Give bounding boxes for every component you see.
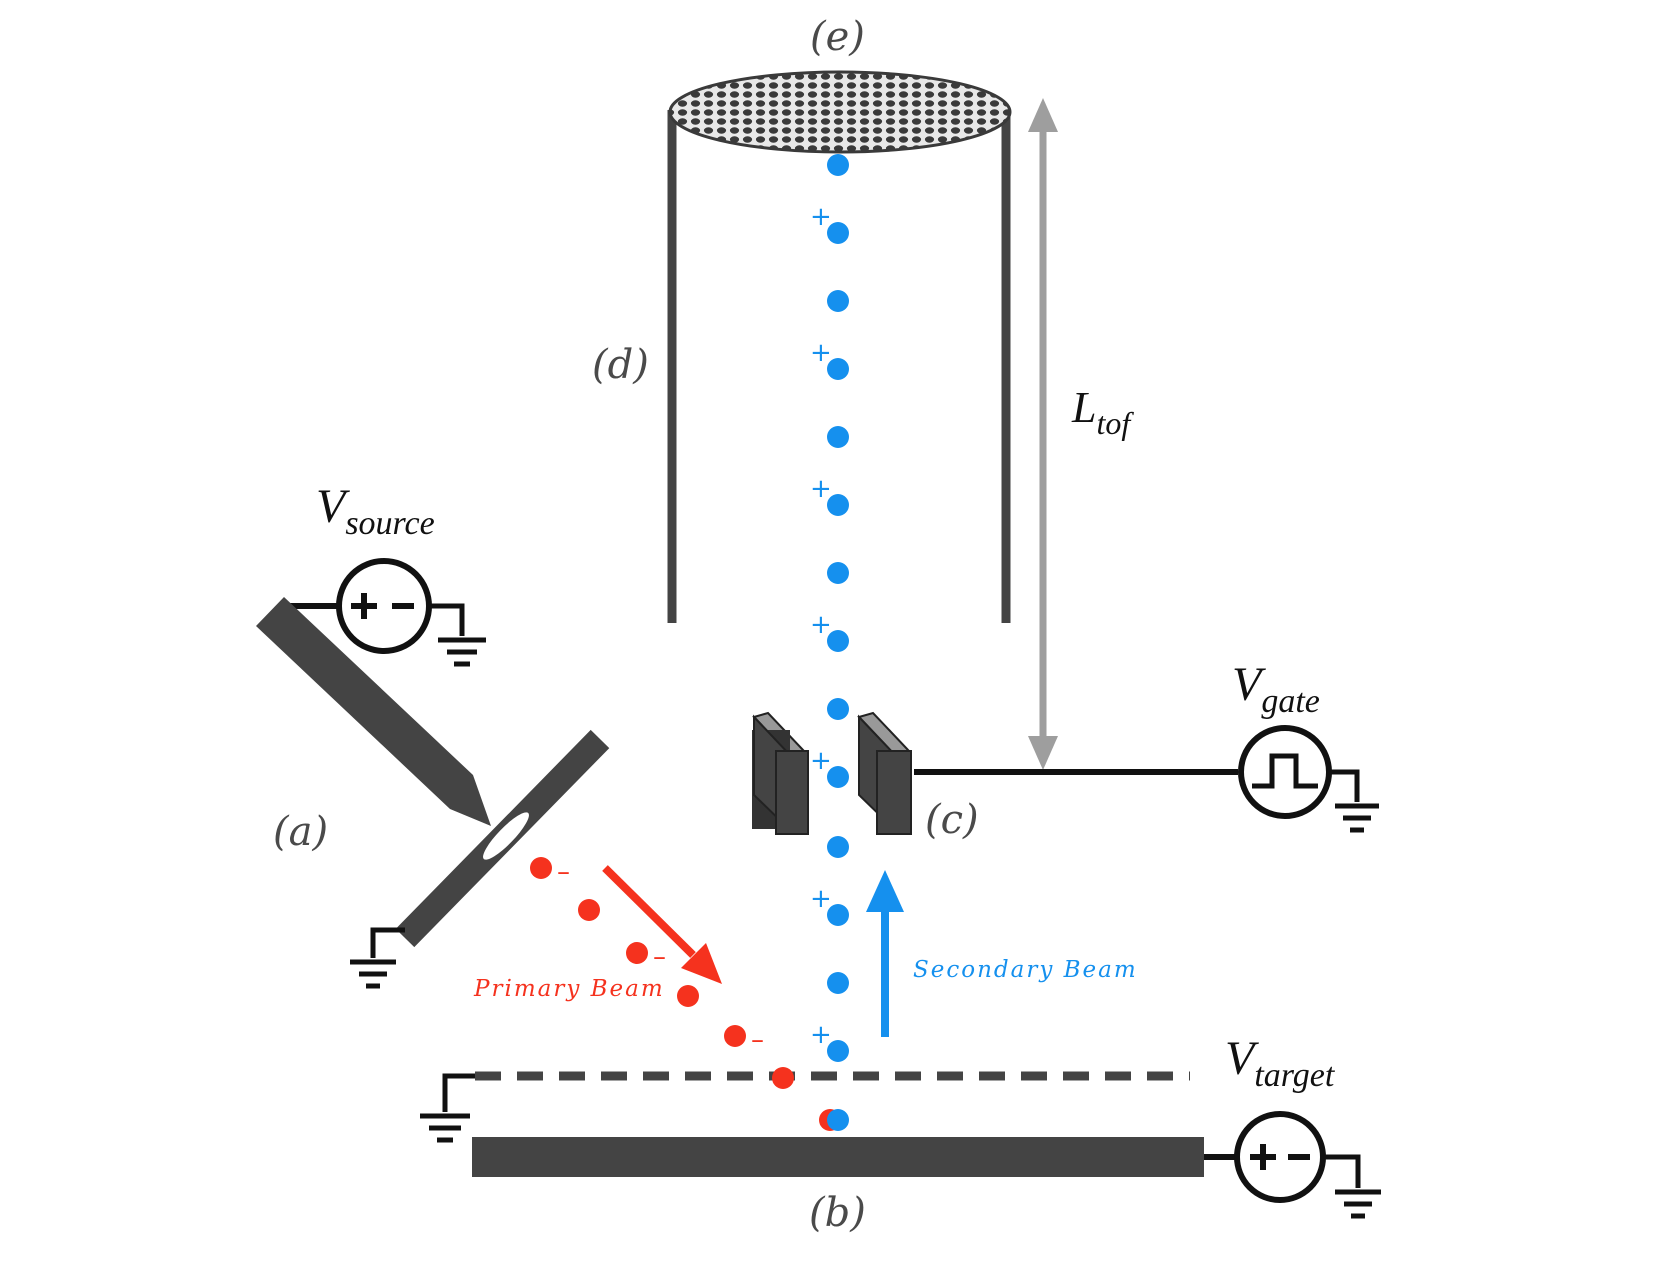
source-voltage-base: V	[316, 480, 350, 533]
ground-symbol-icon	[350, 927, 405, 989]
primary-particle	[530, 857, 552, 879]
positive-charge-icon: +	[810, 474, 832, 504]
secondary-particle	[827, 766, 849, 788]
dc-voltage-source-icon	[1234, 1111, 1326, 1203]
secondary-beam-label: Secondary Beam	[913, 957, 1138, 983]
positive-charge-icon: +	[810, 610, 832, 640]
length-arrow	[1028, 98, 1058, 770]
flight-length-sub: tof	[1096, 405, 1134, 441]
detector-mesh	[668, 70, 1012, 154]
ground-symbol-icon	[1329, 769, 1379, 833]
secondary-particle	[827, 222, 849, 244]
target-voltage-sub: target	[1254, 1057, 1336, 1094]
gate-voltage-base: V	[1232, 658, 1266, 711]
label-e: (e)	[810, 14, 865, 60]
positive-charge-icon: +	[810, 884, 832, 914]
secondary-beam-arrow	[866, 870, 904, 1037]
secondary-particle	[827, 290, 849, 312]
target-plate	[472, 1137, 1204, 1177]
label-d: (d)	[592, 342, 649, 388]
negative-charge-icon: –	[751, 1025, 764, 1055]
secondary-particle	[827, 562, 849, 584]
primary-particle	[772, 1067, 794, 1089]
dc-voltage-source-icon	[336, 558, 432, 654]
primary-particle	[626, 942, 648, 964]
secondary-particle	[827, 154, 849, 176]
secondary-particle	[827, 358, 849, 380]
secondary-particle	[827, 836, 849, 858]
label-c: (c)	[925, 797, 979, 843]
secondary-particle	[827, 972, 849, 994]
secondary-beam-particles: + + + + + + +	[810, 154, 849, 1131]
secondary-particle	[827, 630, 849, 652]
source-voltage-label: Vsource	[316, 480, 435, 542]
secondary-particle	[827, 1109, 849, 1131]
negative-charge-icon: –	[653, 942, 666, 972]
primary-particle	[677, 985, 699, 1007]
secondary-particle	[827, 698, 849, 720]
label-b: (b)	[809, 1190, 866, 1236]
primary-particle	[578, 899, 600, 921]
positive-charge-icon: +	[810, 1020, 832, 1050]
source-voltage-sub: source	[345, 505, 434, 542]
gate-voltage-sub: gate	[1261, 683, 1320, 720]
primary-beam-arrow	[602, 865, 722, 984]
negative-charge-icon: –	[557, 857, 570, 887]
gate-plates	[752, 711, 912, 835]
positive-charge-icon: +	[810, 338, 832, 368]
primary-particle	[724, 1025, 746, 1047]
ion-source-needle	[256, 597, 491, 826]
drift-tube	[667, 110, 1011, 623]
positive-charge-icon: +	[810, 202, 832, 232]
secondary-particle	[827, 1040, 849, 1062]
ground-symbol-icon	[420, 1073, 475, 1143]
gate-voltage-label: Vgate	[1232, 658, 1320, 720]
positive-charge-icon: +	[810, 746, 832, 776]
pulse-voltage-source-icon	[1238, 725, 1332, 819]
target-voltage-base: V	[1225, 1032, 1259, 1085]
ground-symbol-icon	[1323, 1154, 1381, 1219]
target-voltage-label: Vtarget	[1225, 1032, 1336, 1094]
secondary-particle	[827, 904, 849, 926]
primary-beam-label: Primary Beam	[473, 976, 665, 1002]
sample-plate	[395, 729, 610, 948]
ground-symbol-icon	[428, 603, 486, 667]
flight-length-label: Ltof	[1071, 383, 1134, 441]
flight-length-base: L	[1071, 383, 1096, 432]
secondary-particle	[827, 426, 849, 448]
secondary-particle	[827, 494, 849, 516]
label-a: (a)	[273, 809, 328, 855]
